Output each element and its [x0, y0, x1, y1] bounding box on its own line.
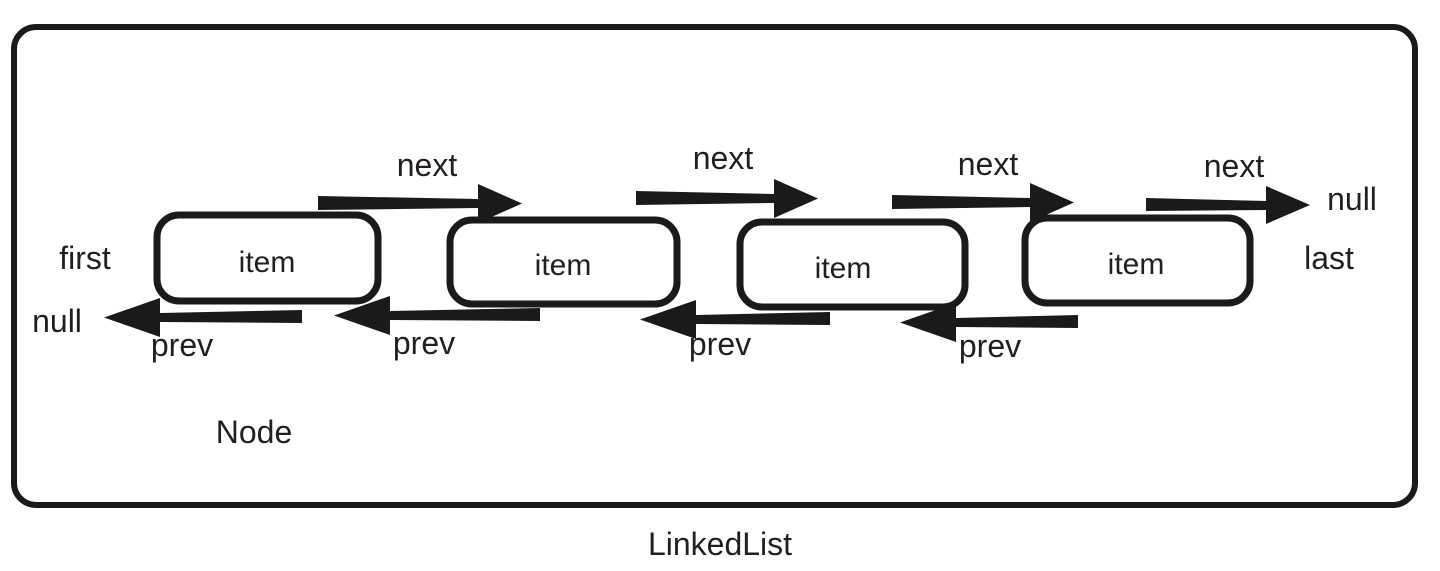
node-box-0[interactable]: [153, 211, 382, 305]
node-3[interactable]: item: [1021, 214, 1254, 307]
next-arrow-3: next: [1146, 148, 1310, 224]
node-box-3[interactable]: [1021, 214, 1254, 307]
next-arrow-0: next: [318, 147, 522, 223]
node-2[interactable]: item: [736, 218, 969, 311]
node-0[interactable]: item: [153, 211, 382, 305]
linkedlist-caption: LinkedList: [648, 526, 792, 562]
next-arrow-shape-1: [636, 179, 818, 218]
node-class-label: Node: [216, 414, 293, 450]
node-box-1[interactable]: [446, 216, 681, 308]
next-arrow-label-1: next: [693, 140, 754, 176]
last-pointer-label: last: [1304, 240, 1354, 276]
next-arrow-shape-0: [318, 184, 522, 223]
prev-arrow-shape-2: [640, 300, 830, 339]
node-item-label-2: item: [815, 252, 872, 285]
next-arrow-1: next: [636, 140, 818, 218]
next-arrow-shape-2: [892, 183, 1074, 222]
next-arrow-label-2: next: [958, 146, 1019, 182]
prev-arrow-label-2: prev: [689, 326, 751, 362]
prev-arrow-label-0: prev: [151, 327, 213, 363]
next-arrow-label-3: next: [1204, 148, 1265, 184]
prev-arrow-0: prev: [104, 298, 302, 363]
prev-arrow-2: prev: [640, 300, 830, 362]
node-item-label-1: item: [535, 249, 592, 282]
first-pointer-label: first: [59, 240, 111, 276]
node-box-2[interactable]: [736, 218, 969, 311]
prev-arrow-shape-3: [900, 303, 1078, 342]
prev-arrow-shape-1: [334, 296, 540, 335]
node-1[interactable]: item: [446, 216, 681, 308]
prev-arrow-shape-0: [104, 298, 302, 337]
next-arrow-shape-3: [1146, 186, 1310, 224]
node-item-label-0: item: [239, 246, 296, 279]
prev-arrow-label-1: prev: [393, 325, 455, 361]
prev-arrow-1: prev: [334, 296, 540, 361]
next-arrow-2: next: [892, 146, 1074, 222]
node-item-label-3: item: [1108, 248, 1165, 281]
prev-arrow-label-3: prev: [959, 328, 1021, 364]
null-head-label: null: [32, 303, 82, 339]
prev-arrow-3: prev: [900, 303, 1078, 364]
null-tail-label: null: [1327, 181, 1377, 217]
next-arrow-label-0: next: [397, 147, 458, 183]
linkedlist-container-border: [11, 24, 1418, 508]
